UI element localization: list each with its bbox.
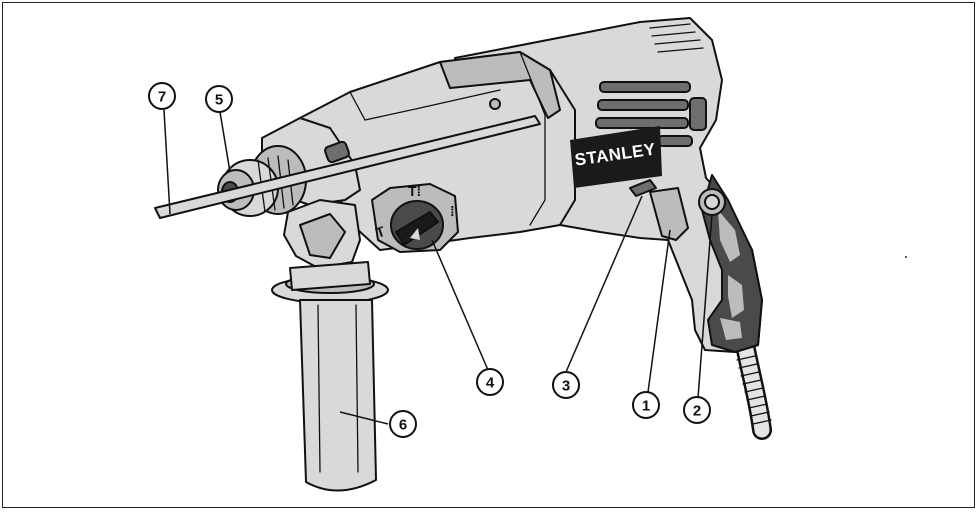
- callout-1-number: 1: [642, 398, 650, 415]
- stanley-logo-badge: STANLEY: [570, 126, 662, 188]
- callout-2-number: 2: [693, 403, 701, 420]
- callout-2: 2: [683, 396, 711, 424]
- callout-5-number: 5: [215, 92, 223, 109]
- auxiliary-side-handle: [271, 261, 389, 492]
- reverse-switch: [629, 179, 657, 197]
- depth-stop-rod: [154, 115, 541, 219]
- callout-7: 7: [148, 82, 176, 110]
- callout-6-number: 6: [399, 417, 407, 434]
- callout-1: 1: [632, 391, 660, 419]
- trigger-switch: [649, 187, 689, 241]
- stray-dot: [905, 256, 907, 258]
- mode-symbol-chisel: ⁞: [450, 203, 455, 219]
- vent-slots: [595, 81, 707, 147]
- mode-symbol-hammer-drill: T⁞: [408, 183, 421, 199]
- callout-3: 3: [552, 371, 580, 399]
- lock-on-button: [698, 188, 726, 216]
- callout-3-number: 3: [562, 378, 570, 395]
- mode-selector: T T⁞ ⁞: [371, 183, 459, 253]
- callout-4-number: 4: [486, 375, 495, 392]
- side-handle-clamp: [283, 199, 361, 269]
- power-cord: [735, 335, 772, 440]
- callout-5: 5: [205, 85, 233, 113]
- callout-6: 6: [389, 410, 417, 438]
- callout-7-number: 7: [158, 89, 166, 106]
- callout-4: 4: [476, 368, 504, 396]
- gear-housing: [299, 51, 576, 251]
- leader-lines: [163, 109, 713, 425]
